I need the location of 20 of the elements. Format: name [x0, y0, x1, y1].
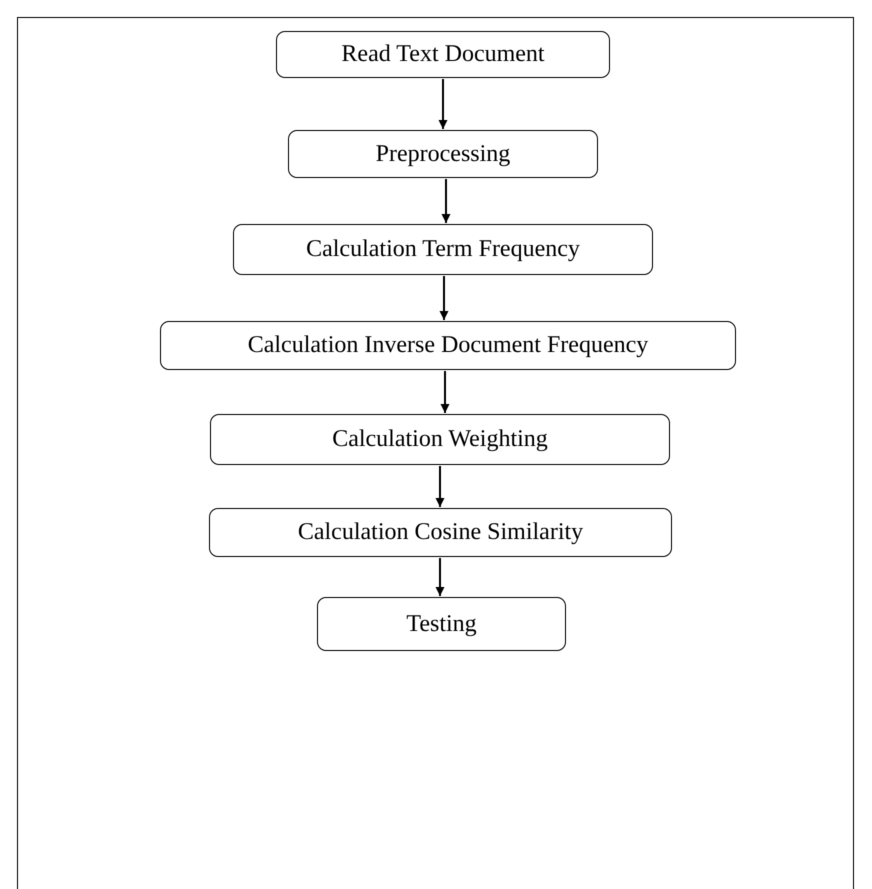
arrow — [442, 179, 450, 223]
process-box — [160, 321, 736, 370]
arrow — [438, 79, 448, 129]
process-box — [288, 130, 598, 178]
step-label: Calculation Weighting — [332, 426, 548, 453]
step-label: Calculation Cosine Similarity — [298, 519, 584, 546]
step-label: Preprocessing — [376, 140, 510, 168]
arrow — [436, 558, 444, 596]
step-label: Calculation Term Frequency — [306, 236, 580, 263]
process-box — [233, 224, 653, 275]
process-box — [317, 597, 566, 651]
arrow — [440, 276, 448, 320]
process-box — [210, 414, 670, 465]
step-label: Read Text Document — [341, 41, 545, 68]
step-label: Testing — [406, 610, 477, 638]
arrow — [440, 371, 450, 413]
process-box — [276, 31, 610, 78]
step-label: Calculation Inverse Document Frequency — [248, 332, 648, 359]
process-box — [209, 508, 672, 557]
arrow — [436, 466, 444, 507]
